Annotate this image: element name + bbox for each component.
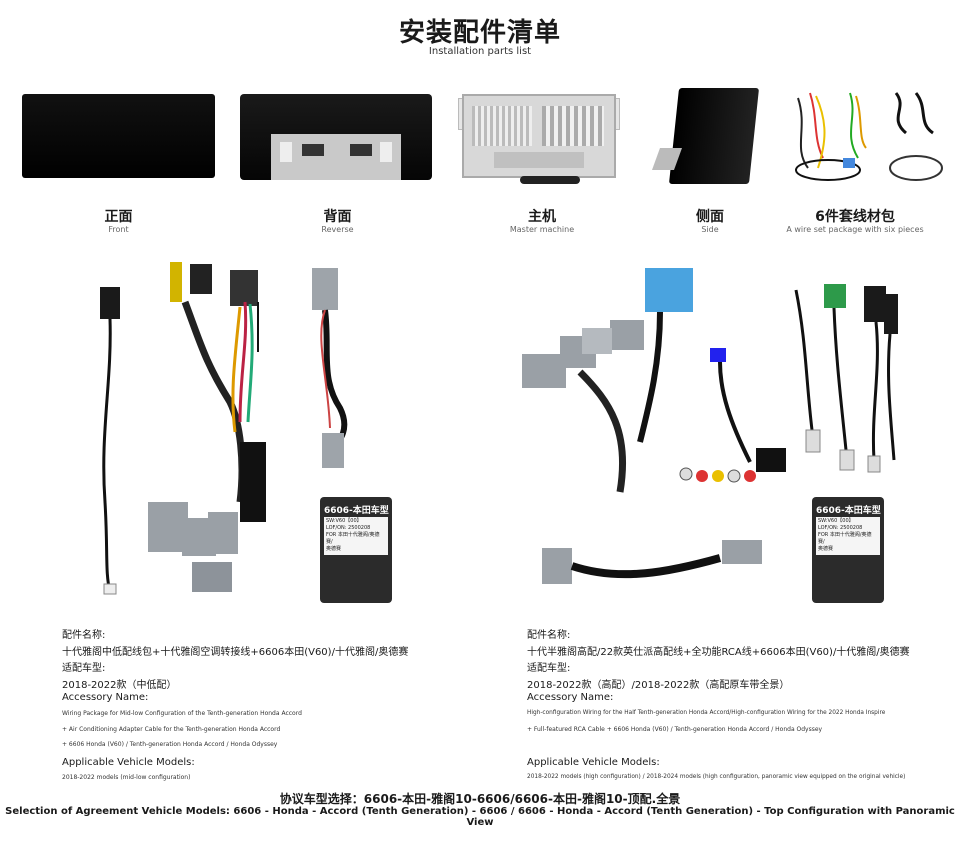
right-wiring-harness-image xyxy=(522,268,786,584)
left-ac-adapter-cable-image xyxy=(312,268,348,468)
left-decoder-box: 6606-本田车型 SW:V60【00】 LOF/ON: 2500208 FOR… xyxy=(320,497,392,603)
left-box-line-2: LOF/ON: 2500208 xyxy=(326,525,371,531)
right-models-value: 2018-2022款（高配）/2018-2022款（高配原车带全景） xyxy=(527,680,790,691)
right-box-line-4: 奥德赛 xyxy=(818,546,834,552)
left-accessory-line-3: + 6606 Honda (V60) / Tenth-generation Ho… xyxy=(62,741,278,748)
footer-selection-en: Selection of Agreement Vehicle Models: 6… xyxy=(5,806,955,828)
master-unit-image xyxy=(440,88,640,198)
right-box-line-3: FOR 本田十代雅阁/奥德赛/ xyxy=(818,532,872,545)
right-decoder-box-header: 6606-本田车型 xyxy=(816,506,881,516)
left-models-value: 2018-2022款（中低配） xyxy=(62,680,177,691)
side-screen-image xyxy=(651,88,760,198)
wire-set-image xyxy=(766,88,960,198)
product-reverse-en: Reverse xyxy=(321,225,354,234)
left-box-line-3: FOR 本田十代雅阁/奥德赛/ xyxy=(326,532,380,545)
left-decoder-box-label: SW:V60【00】 LOF/ON: 2500208 FOR 本田十代雅阁/奥德… xyxy=(324,517,388,555)
product-reverse: 背面 Reverse xyxy=(240,88,440,234)
left-applicable-label: Applicable Vehicle Models: xyxy=(62,757,195,768)
product-front-en: Front xyxy=(108,225,129,234)
page-title: 安装配件清单 xyxy=(398,18,561,48)
right-accessory-line-1: High-configuration Wiring for the Half T… xyxy=(527,710,886,716)
right-accessory-label: Accessory Name: xyxy=(527,692,614,703)
left-decoder-box-header: 6606-本田车型 xyxy=(324,506,389,516)
left-accessory-line-1: Wiring Package for Mid-low Configuration… xyxy=(62,710,302,717)
product-wire-set-zh: 6件套线材包 xyxy=(815,209,895,225)
product-master-zh: 主机 xyxy=(528,209,556,225)
left-models-label: 适配车型: xyxy=(62,663,106,674)
product-master: 主机 Master machine xyxy=(440,88,640,234)
product-side-en: Side xyxy=(701,225,719,234)
left-name-value: 十代雅阁中低配线包+十代雅阁空调转接线+6606本田(V60)/十代雅阁/奥德赛 xyxy=(62,647,409,658)
right-applicable-value: 2018-2022 models (high configuration) / … xyxy=(527,774,906,780)
left-box-line-4: 奥德赛 xyxy=(326,546,342,552)
right-box-line-1: SW:V60【00】 xyxy=(818,518,854,524)
right-box-line-2: LOF/ON: 2500208 xyxy=(818,525,863,531)
product-front-zh: 正面 xyxy=(104,209,133,225)
footer-selection-zh: 协议车型选择：6606-本田-雅阁10-6606/6606-本田-雅阁10-顶配… xyxy=(279,792,681,806)
right-decoder-box-label: SW:V60【00】 LOF/ON: 2500208 FOR 本田十代雅阁/奥德… xyxy=(816,517,880,555)
left-accessory-label: Accessory Name: xyxy=(62,692,149,703)
product-reverse-zh: 背面 xyxy=(323,209,352,225)
right-name-value: 十代半雅阁高配/22款英仕派高配线+全功能RCA线+6606本田(V60)/十代… xyxy=(527,647,910,658)
left-name-label: 配件名称: xyxy=(62,630,106,641)
product-side: 侧面 Side xyxy=(651,88,760,234)
right-rca-cables-image xyxy=(794,284,898,473)
right-applicable-label: Applicable Vehicle Models: xyxy=(527,757,660,768)
left-accessory-line-2: + Air Conditioning Adapter Cable for the… xyxy=(62,726,281,733)
left-box-line-1: SW:V60【00】 xyxy=(326,518,362,524)
right-decoder-box: 6606-本田车型 SW:V60【00】 LOF/ON: 2500208 FOR… xyxy=(812,497,884,603)
product-master-en: Master machine xyxy=(509,225,575,234)
right-name-label: 配件名称: xyxy=(527,630,571,641)
product-wire-set: 6件套线材包 A wire set package with six piece… xyxy=(766,88,960,234)
product-side-zh: 侧面 xyxy=(696,209,724,225)
product-front: 正面 Front xyxy=(20,88,220,234)
left-wiring-harness-image xyxy=(100,262,266,595)
right-accessory-line-2: + Full-featured RCA Cable + 6606 Honda (… xyxy=(527,726,823,733)
right-models-label: 适配车型: xyxy=(527,663,571,674)
front-screen-image xyxy=(20,88,220,198)
reverse-screen-image xyxy=(240,88,440,198)
product-wire-set-en: A wire set package with six pieces xyxy=(786,225,924,234)
page-subtitle: Installation parts list xyxy=(428,46,532,57)
left-applicable-value: 2018-2022 models (mid-low configuration) xyxy=(62,774,191,781)
